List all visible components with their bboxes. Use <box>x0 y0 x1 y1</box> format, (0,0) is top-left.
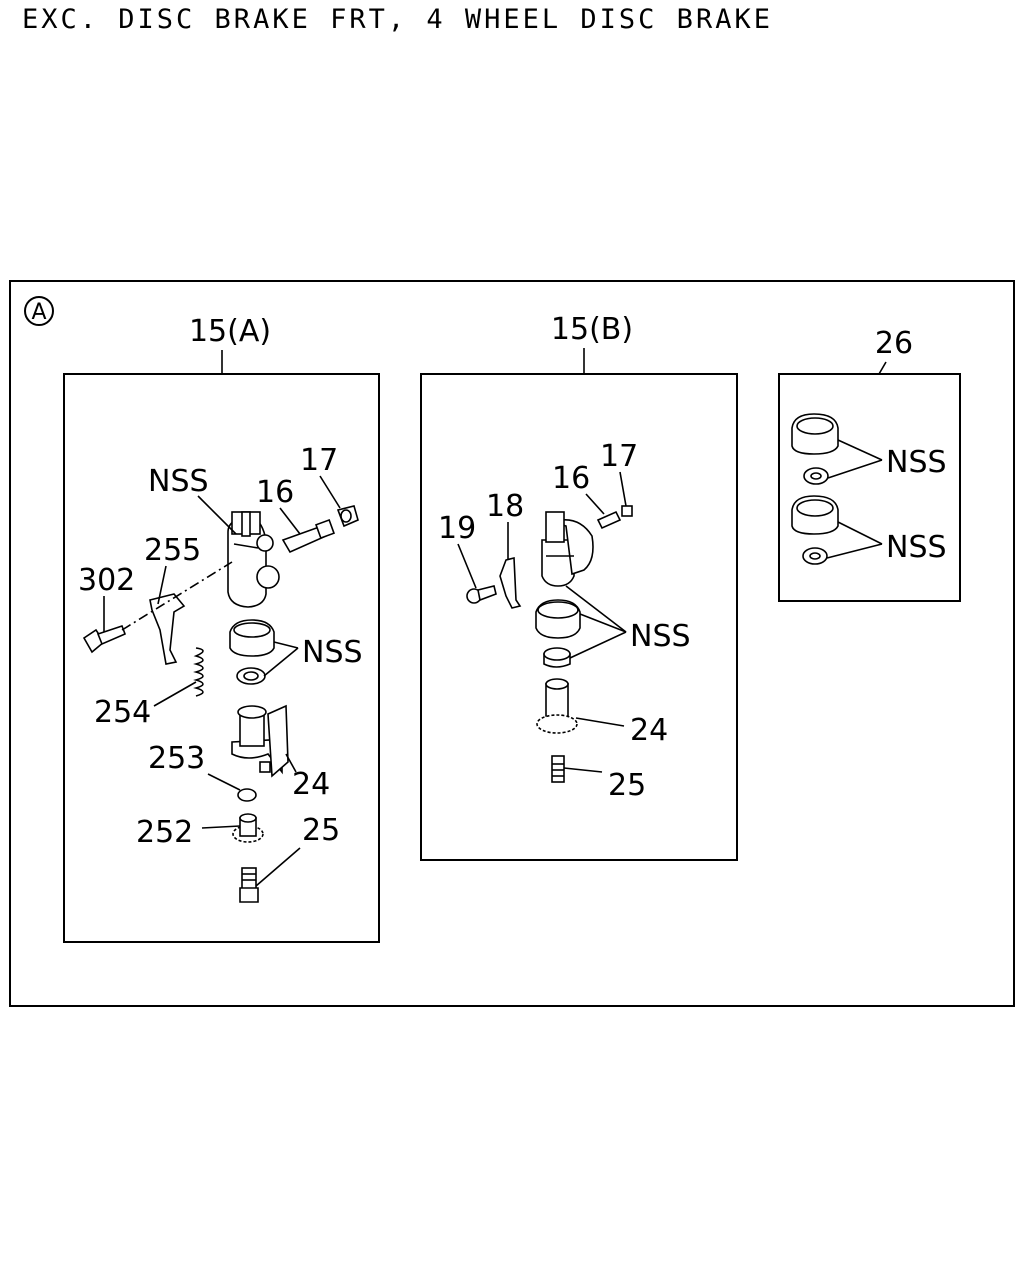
callout-16-a: 16 <box>256 475 294 510</box>
view-marker-letter: A <box>31 300 46 325</box>
washer-a <box>237 788 257 802</box>
adjusting-screw-a <box>239 867 259 903</box>
group-26-box <box>778 373 961 602</box>
callout-nss-b: NSS <box>630 619 691 654</box>
callout-25-a: 25 <box>302 813 340 848</box>
group-15b: 15(B) <box>420 312 738 861</box>
group-15b-label: 15(B) <box>551 312 633 347</box>
piston-boot-b <box>535 599 581 639</box>
bolt-b <box>466 585 497 604</box>
callout-25-b: 25 <box>608 768 646 803</box>
callout-302-a: 302 <box>78 563 135 598</box>
group-15a-label: 15(A) <box>189 314 271 349</box>
callout-nss-26-1: NSS <box>886 445 947 480</box>
gear-a <box>232 813 264 843</box>
bleeder-screw-a <box>281 519 335 554</box>
callout-253-a: 253 <box>148 741 205 776</box>
group-26-label: 26 <box>875 326 913 361</box>
caliper-body-b <box>541 511 594 587</box>
bolt-a <box>82 624 127 654</box>
group-26: 26 NSS NSS <box>778 326 961 602</box>
diagram-title: EXC. DISC BRAKE FRT, 4 WHEEL DISC BRAKE <box>22 4 773 35</box>
callout-17-b: 17 <box>600 439 638 474</box>
seal-26-bottom <box>802 547 828 565</box>
callout-252-a: 252 <box>136 815 193 850</box>
boot-26-bottom <box>791 495 839 535</box>
callout-255-a: 255 <box>144 533 201 568</box>
callout-16-b: 16 <box>552 461 590 496</box>
group-15a: 15(A) <box>63 314 380 943</box>
callout-nss-a-mid: NSS <box>302 635 363 670</box>
bracket-a <box>149 593 186 665</box>
group-15b-box <box>420 373 738 861</box>
caliper-body-a <box>227 511 280 608</box>
callout-254-a: 254 <box>94 695 151 730</box>
piston-boot-a <box>229 619 275 657</box>
bleeder-cap-a <box>336 505 359 528</box>
piston-a <box>231 704 289 778</box>
spring-a <box>193 647 204 697</box>
view-marker: A <box>24 296 54 326</box>
callout-24-b: 24 <box>630 713 668 748</box>
boot-26-top <box>791 413 839 455</box>
callout-nss-a-top: NSS <box>148 464 209 499</box>
bleeder-screw-b <box>596 510 622 530</box>
bleeder-cap-b <box>621 505 633 517</box>
piston-seal-a <box>236 667 266 685</box>
callout-nss-26-2: NSS <box>886 530 947 565</box>
piston-seal-b <box>543 647 571 668</box>
seal-26-top <box>803 467 829 485</box>
callout-18-b: 18 <box>486 489 524 524</box>
bracket-b <box>499 556 522 609</box>
adjusting-screw-b <box>551 755 565 783</box>
piston-b <box>536 678 578 734</box>
callout-17-a: 17 <box>300 443 338 478</box>
callout-19-b: 19 <box>438 511 476 546</box>
callout-24-a: 24 <box>292 767 330 802</box>
outer-frame <box>9 280 1015 1007</box>
